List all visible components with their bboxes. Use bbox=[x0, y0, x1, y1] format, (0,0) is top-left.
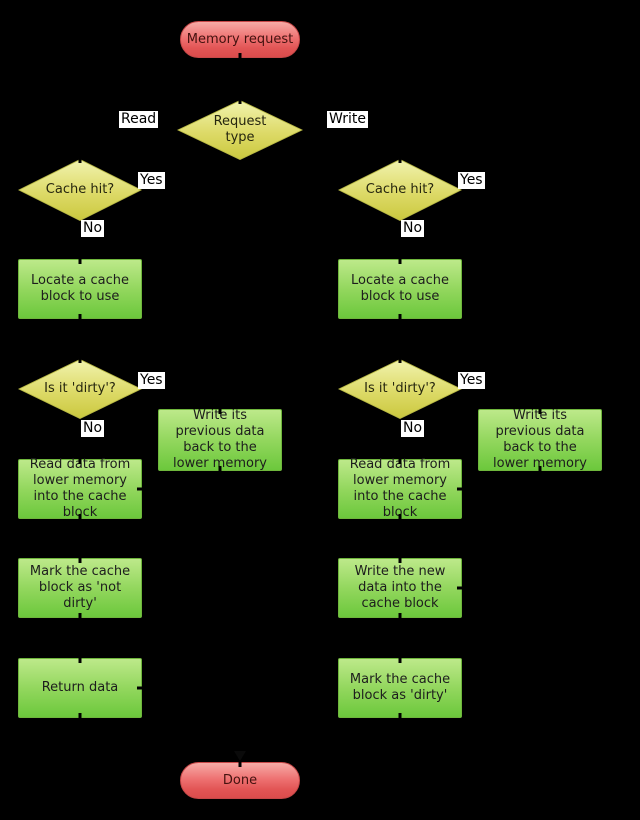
node-label: Write the new data into the cache block bbox=[354, 564, 446, 611]
node-write-new: Write the new data into the cache block bbox=[338, 556, 464, 620]
node-cache-hit-write: Cache hit? bbox=[338, 156, 462, 221]
connector-stub bbox=[398, 656, 402, 663]
node-label: Request type bbox=[213, 114, 267, 145]
node-memory-request: Memory request bbox=[180, 21, 300, 60]
edge-label-yes: Yes bbox=[138, 172, 165, 189]
connector-stub bbox=[398, 514, 402, 521]
node-label: Write its previous data back to the lowe… bbox=[173, 408, 267, 471]
edge-label-write: Write bbox=[327, 111, 368, 128]
connector-stub bbox=[78, 713, 82, 720]
connector-stub bbox=[137, 686, 144, 690]
connector-stub bbox=[218, 407, 222, 414]
connector-stub bbox=[78, 257, 82, 264]
connector-stub bbox=[78, 314, 82, 321]
connector-stub bbox=[238, 53, 242, 60]
connector-stub bbox=[398, 257, 402, 264]
connector-stub bbox=[238, 97, 242, 104]
node-done: Done bbox=[180, 760, 300, 799]
connector-stub bbox=[457, 487, 464, 491]
node-locate-block-write: Locate a cache block to use bbox=[338, 257, 462, 321]
edge-label-yes: Yes bbox=[458, 172, 485, 189]
node-is-dirty-write: Is it 'dirty'? bbox=[338, 356, 462, 419]
connector-stub bbox=[398, 314, 402, 321]
connector-stub bbox=[78, 457, 82, 464]
node-label: Is it 'dirty'? bbox=[44, 381, 116, 397]
node-label: Cache hit? bbox=[45, 182, 115, 198]
connector-stub bbox=[78, 356, 82, 363]
node-label: Locate a cache block to use bbox=[351, 273, 449, 304]
connector-stub bbox=[78, 514, 82, 521]
node-label: Read data from lower memory into the cac… bbox=[29, 457, 131, 520]
node-mark-not-dirty: Mark the cache block as 'not dirty' bbox=[18, 556, 142, 620]
connector-stub bbox=[398, 356, 402, 363]
node-read-data-read: Read data from lower memory into the cac… bbox=[18, 457, 144, 521]
node-cache-hit-read: Cache hit? bbox=[18, 156, 142, 221]
node-label: Write its previous data back to the lowe… bbox=[493, 408, 587, 471]
node-request-type: Request type bbox=[177, 97, 303, 160]
node-locate-block-read: Locate a cache block to use bbox=[18, 257, 142, 321]
connector-stub bbox=[398, 556, 402, 563]
connector-stub bbox=[538, 407, 542, 414]
edge-label-yes: Yes bbox=[138, 372, 165, 389]
connector-stub bbox=[538, 466, 542, 473]
connector-stub bbox=[238, 760, 242, 767]
edge-label-no: No bbox=[401, 220, 425, 237]
connector-stub bbox=[457, 586, 464, 590]
connector-stub bbox=[78, 613, 82, 620]
node-label: Cache hit? bbox=[365, 182, 435, 198]
node-write-previous-read: Write its previous data back to the lowe… bbox=[158, 407, 282, 473]
connector-stub bbox=[78, 556, 82, 563]
connector-stub bbox=[398, 613, 402, 620]
node-label: Mark the cache block as 'not dirty' bbox=[29, 564, 131, 611]
connector-stub bbox=[398, 457, 402, 464]
edge-label-yes: Yes bbox=[458, 372, 485, 389]
node-label: Is it 'dirty'? bbox=[364, 381, 436, 397]
node-label: Read data from lower memory into the cac… bbox=[349, 457, 451, 520]
connector-stub bbox=[398, 713, 402, 720]
connector-stub bbox=[78, 156, 82, 163]
edge-label-no: No bbox=[81, 220, 105, 237]
node-write-previous-write: Write its previous data back to the lowe… bbox=[478, 407, 602, 473]
connector-stub bbox=[78, 656, 82, 663]
node-label: Mark the cache block as 'dirty' bbox=[349, 672, 451, 703]
node-read-data-write: Read data from lower memory into the cac… bbox=[338, 457, 464, 521]
node-label: Memory request bbox=[186, 32, 294, 47]
node-label: Done bbox=[222, 773, 258, 788]
node-mark-dirty: Mark the cache block as 'dirty' bbox=[338, 656, 462, 720]
node-is-dirty-read: Is it 'dirty'? bbox=[18, 356, 142, 419]
edge-label-no: No bbox=[81, 420, 105, 437]
edge-label-read: Read bbox=[119, 111, 159, 128]
connector-stub bbox=[398, 156, 402, 163]
node-return-data: Return data bbox=[18, 656, 144, 720]
arrowhead-icon bbox=[234, 751, 246, 761]
node-label: Return data bbox=[41, 680, 119, 696]
connector-stub bbox=[137, 487, 144, 491]
connector-stub bbox=[218, 466, 222, 473]
node-label: Locate a cache block to use bbox=[31, 273, 129, 304]
edge-label-no: No bbox=[401, 420, 425, 437]
